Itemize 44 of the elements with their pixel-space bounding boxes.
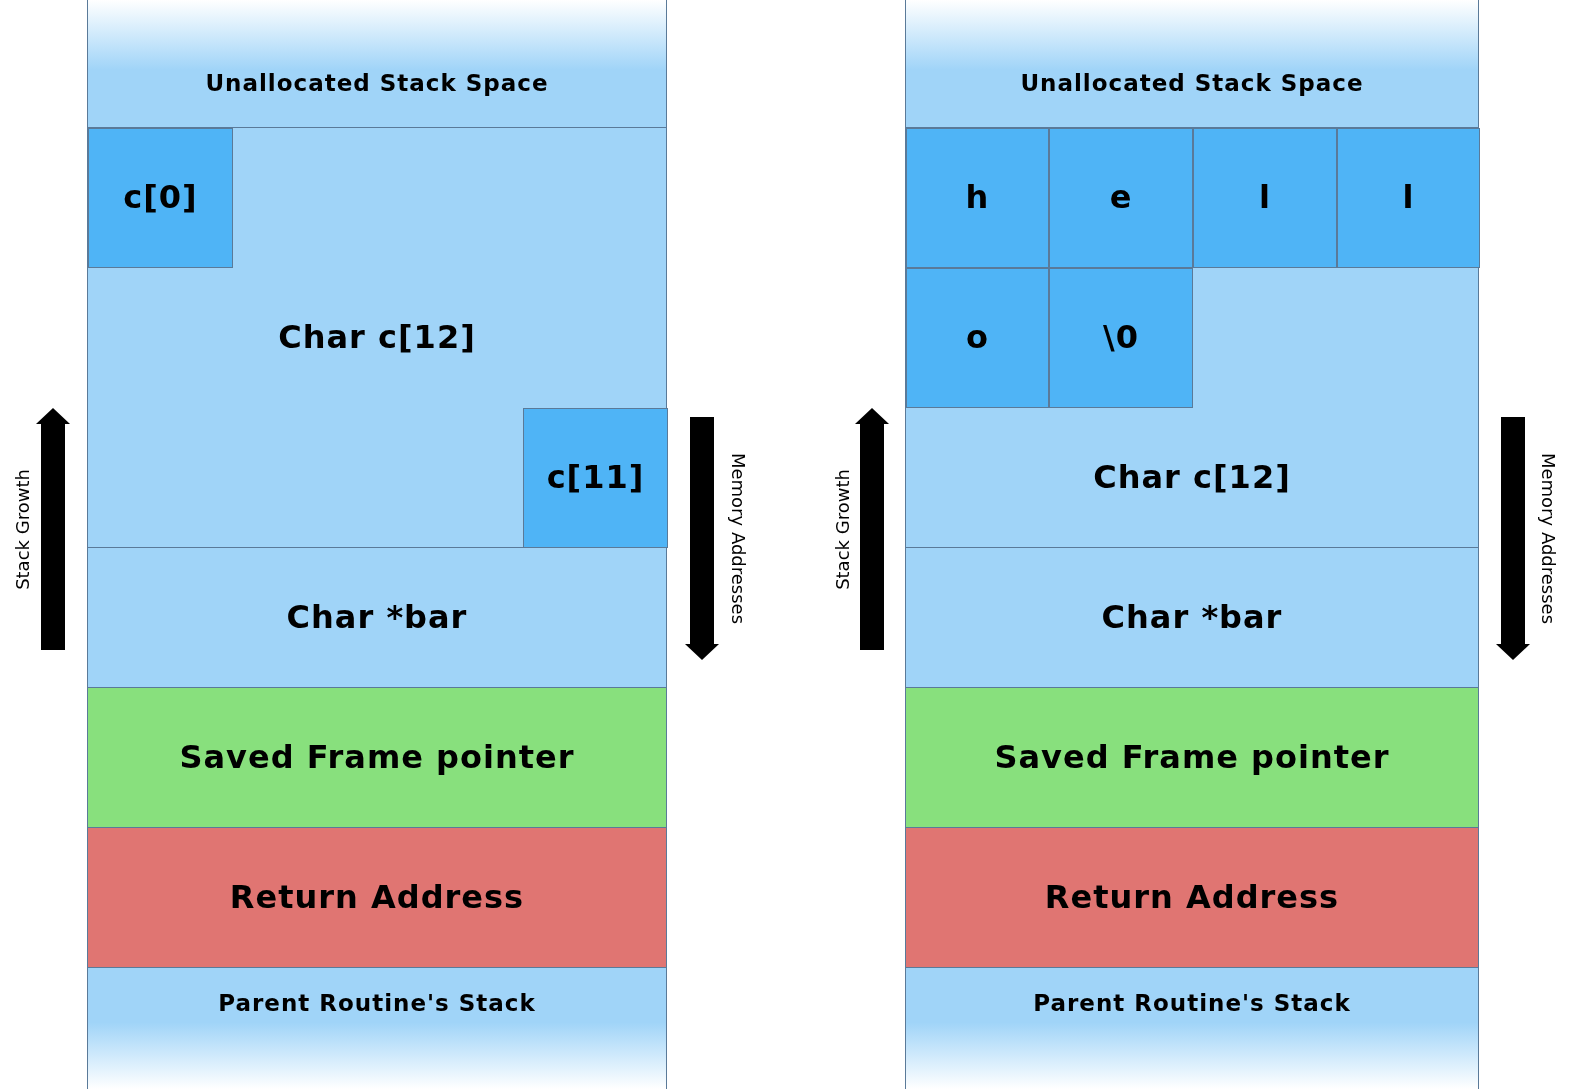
axis-label: Stack Growth — [11, 468, 33, 590]
region-label: Char c[12] — [278, 318, 476, 356]
node-label: Char *bar — [286, 597, 468, 636]
node-label: h — [965, 178, 990, 217]
node-label: l — [1402, 178, 1415, 217]
stack-frame-band — [87, 547, 667, 688]
node-label: Unallocated Stack Space — [1020, 70, 1364, 96]
array-cell — [906, 268, 1049, 408]
stack-frame-band — [87, 687, 667, 828]
node-label: Unallocated Stack Space — [205, 70, 549, 96]
node-label: Saved Frame pointer — [179, 737, 575, 776]
node-label: o — [966, 318, 989, 357]
array-cell — [88, 128, 233, 268]
stack-frame-band — [905, 827, 1479, 968]
axis-label: Memory Addresses — [1537, 452, 1559, 625]
array-region — [905, 127, 1479, 548]
region-label: Char c[12] — [1093, 458, 1291, 496]
node-label: Return Address — [1044, 877, 1340, 916]
stack-frame-band — [905, 547, 1479, 688]
array-region — [87, 127, 667, 548]
node-label: c[11] — [546, 458, 645, 497]
node-label: l — [1259, 178, 1271, 217]
array-cell — [1337, 128, 1480, 268]
stack-frame-band — [905, 0, 1479, 128]
stack-frame-band — [905, 687, 1479, 828]
stack-frame-band — [905, 967, 1479, 1089]
array-cell — [1193, 128, 1337, 268]
array-cell — [1049, 268, 1193, 408]
stack-frame-band — [87, 967, 667, 1089]
array-cell — [906, 128, 1049, 268]
axis-label: Memory Addresses — [727, 452, 749, 625]
array-cell — [523, 408, 668, 548]
stack-frame-band — [87, 827, 667, 968]
node-label: Char *bar — [1101, 597, 1283, 636]
array-cell — [1049, 128, 1193, 268]
node-label: \0 — [1103, 318, 1139, 357]
node-label: Return Address — [229, 877, 525, 916]
node-label: Saved Frame pointer — [994, 737, 1390, 776]
node-label: Parent Routine's Stack — [218, 990, 536, 1016]
axis-label: Stack Growth — [831, 468, 853, 590]
stack-frame-band — [87, 0, 667, 128]
node-label: c[0] — [123, 178, 198, 217]
node-label: e — [1109, 178, 1133, 217]
node-label: Parent Routine's Stack — [1033, 990, 1351, 1016]
